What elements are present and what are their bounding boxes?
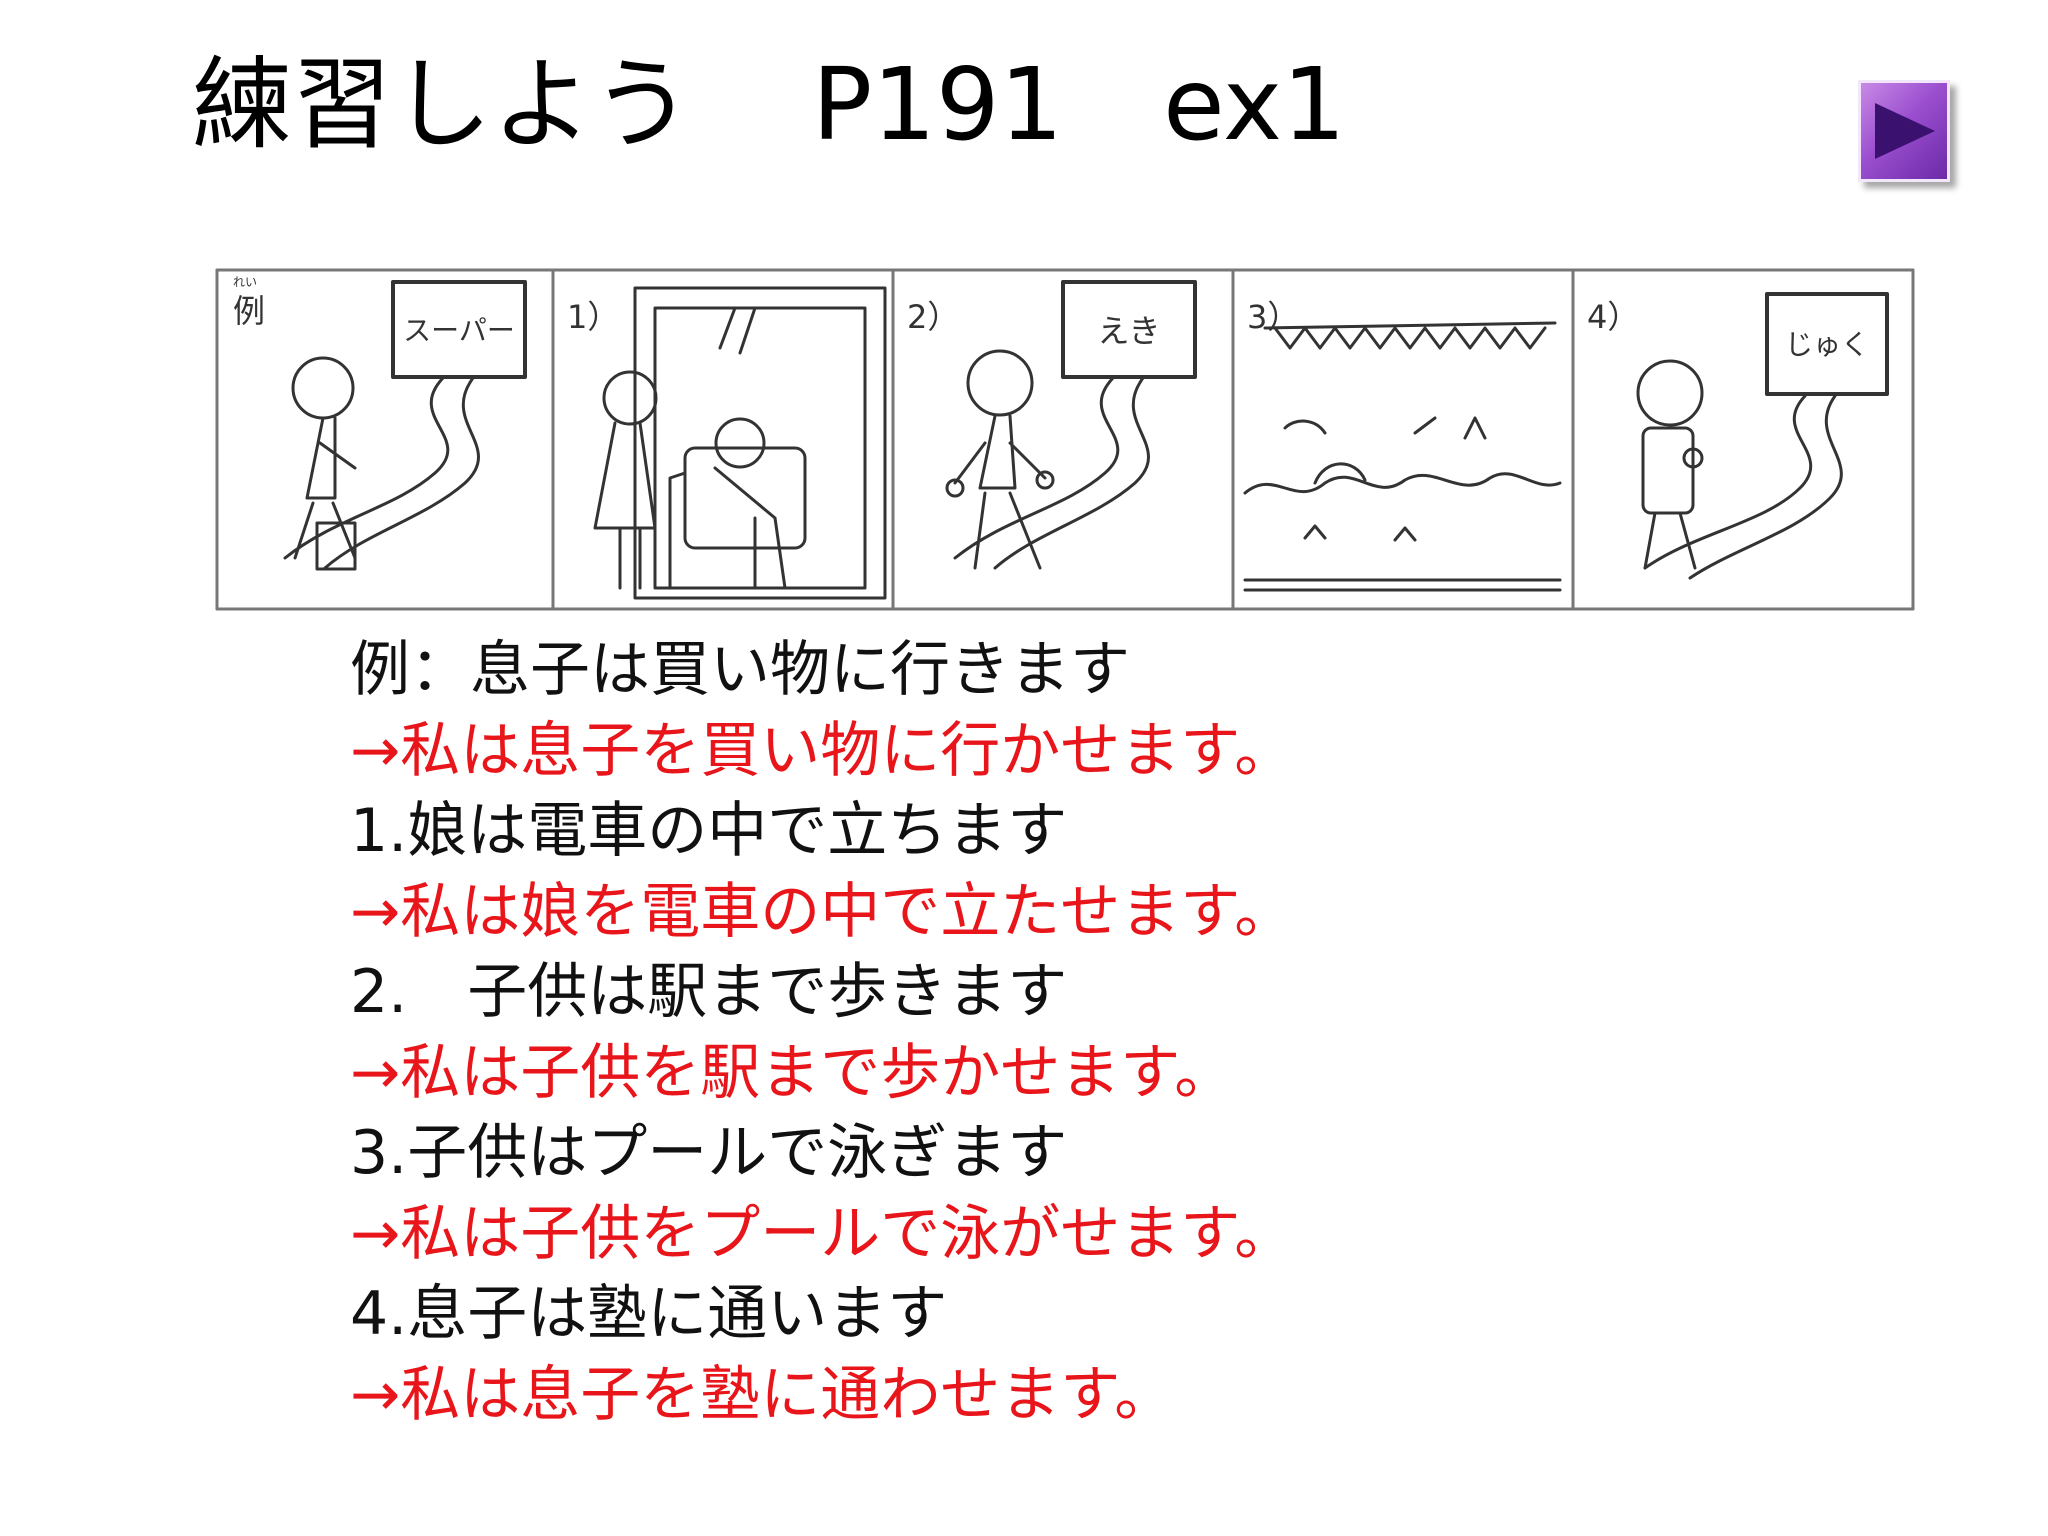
page-reference: P191 ex1: [812, 46, 1346, 163]
next-slide-button[interactable]: [1858, 80, 1950, 182]
title-text: 練習しよう: [192, 46, 692, 163]
example-prompt: 例：息子は買い物に行きます: [350, 635, 1130, 705]
panel-label: 3）: [1247, 298, 1299, 336]
panel-label: 1）: [567, 298, 619, 336]
question-2: 2. 子供は駅まで歩きます: [350, 957, 1068, 1027]
question-3: 3.子供はプールで泳ぎます: [350, 1118, 1068, 1188]
panel-label: 4）: [1587, 298, 1639, 336]
answer-3: →私は子供をプールで泳がせます。: [350, 1198, 1295, 1269]
panel-1: 1）: [551, 268, 895, 611]
question-1: 1.娘は電車の中で立ちます: [350, 796, 1068, 866]
exercise-lines: 例：息子は買い物に行きます →私は息子を買い物に行かせます。 1.娘は電車の中で…: [350, 630, 1294, 1435]
answer-2: →私は子供を駅まで歩かせます。: [350, 1037, 1235, 1108]
panel-4: 4） じゅく: [1571, 268, 1915, 611]
panel-furigana: れい: [233, 275, 257, 289]
sign-text: えき: [1097, 312, 1160, 350]
example-answer: →私は息子を買い物に行かせます。: [350, 715, 1295, 786]
answer-1: →私は娘を電車の中で立たせます。: [350, 876, 1295, 947]
answer-4: →私は息子を塾に通わせます。: [350, 1359, 1175, 1430]
panel-example: れい 例 スーパー: [215, 268, 555, 611]
sign-text: スーパー: [403, 314, 515, 347]
question-4: 4.息子は塾に通います: [350, 1279, 948, 1349]
panel-3: 3）: [1231, 268, 1575, 611]
panel-label: 例: [233, 292, 265, 330]
illustration-strip: れい 例 スーパー 1）: [215, 268, 1915, 611]
panel-label: 2）: [907, 298, 959, 336]
sign-text: じゅく: [1785, 328, 1869, 361]
play-triangle-icon: [1875, 103, 1935, 159]
panel-2: 2） えき: [891, 268, 1235, 611]
